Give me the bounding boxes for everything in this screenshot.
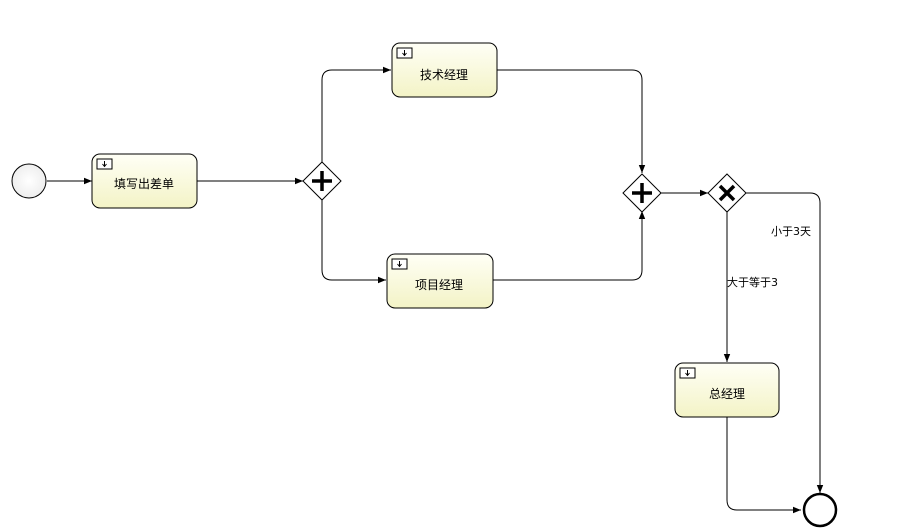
task-label: 总经理 [709, 387, 745, 401]
flow-tech-manager-to-join[interactable] [497, 69, 646, 173]
flow-general-manager-to-end[interactable] [726, 417, 801, 514]
flow-project-manager-to-join[interactable] [493, 211, 646, 281]
sequence-flows [47, 66, 824, 514]
flow-decision-to-end[interactable] [746, 192, 824, 493]
parallel-gateway-fork[interactable] [302, 161, 342, 201]
flow-fork-to-tech-manager[interactable] [321, 66, 391, 162]
plus-icon [312, 171, 332, 191]
task-tech-manager[interactable]: 技术经理 [391, 42, 498, 98]
task-label: 技术经理 [420, 68, 468, 82]
task-fill-form[interactable]: 填写出差单 [91, 153, 198, 209]
parallel-gateway-join[interactable] [622, 173, 662, 213]
task-general-manager[interactable]: 总经理 [674, 362, 780, 418]
end-event[interactable] [802, 492, 838, 528]
user-task-icon [391, 258, 408, 270]
start-event[interactable] [11, 163, 47, 199]
flow-fork-to-project-manager[interactable] [321, 200, 386, 284]
plus-icon [632, 183, 652, 203]
exclusive-gateway[interactable] [707, 173, 747, 213]
task-label: 填写出差单 [114, 177, 174, 191]
flow-label-ge-3: 大于等于3 [727, 275, 778, 289]
x-icon [718, 184, 736, 202]
user-task-icon [679, 367, 696, 379]
task-project-manager[interactable]: 项目经理 [386, 253, 494, 309]
task-label: 项目经理 [415, 278, 463, 292]
user-task-icon [396, 47, 413, 59]
flow-label-less-than-3-days: 小于3天 [771, 225, 811, 238]
user-task-icon [96, 158, 113, 170]
